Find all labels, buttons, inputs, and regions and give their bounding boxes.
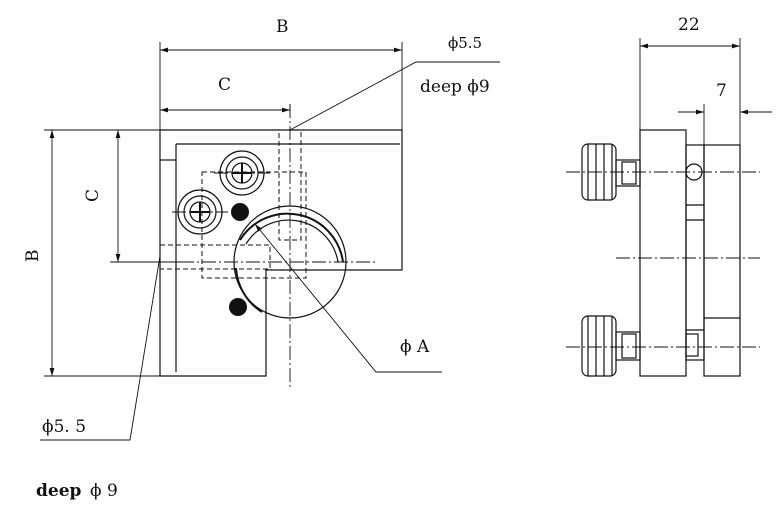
front-plate-inner xyxy=(175,143,400,372)
dim-c-top-label: C xyxy=(218,75,231,95)
leader-phi-a xyxy=(254,223,442,373)
front-dimensions: B C B C ϕ A ϕ5.5 deep ϕ9 ϕ5. 5 deep ϕ 9 xyxy=(23,17,500,501)
phi-a-label: ϕ A xyxy=(400,337,430,357)
side-rear-plate xyxy=(639,129,687,377)
leader-hole-top xyxy=(289,61,500,131)
side-dimensions: 22 7 xyxy=(639,15,772,145)
leader-hole-bottom xyxy=(40,255,161,441)
side-gap-body xyxy=(685,144,705,361)
dim-b-top-label: B xyxy=(276,17,289,37)
dim-c-left-label: C xyxy=(83,189,103,202)
hole-bottom-deep-dia: ϕ 9 xyxy=(90,481,118,501)
side-knob-lower xyxy=(581,315,641,377)
side-front-plate xyxy=(703,144,741,377)
dim-b-left-label: B xyxy=(23,250,43,263)
contact-ball-lower xyxy=(229,298,247,316)
side-bolt-head xyxy=(685,333,699,357)
hole-top-deep-label: deep ϕ9 xyxy=(420,77,490,97)
dim-7-label: 7 xyxy=(716,81,727,101)
dim-22-label: 22 xyxy=(678,15,700,35)
side-view xyxy=(566,129,760,377)
optic-retaining-ring xyxy=(235,212,344,313)
hidden-block xyxy=(201,171,307,279)
front-view xyxy=(159,104,403,388)
front-plate-outline xyxy=(159,129,403,377)
hole-bottom-dia-label: ϕ5. 5 xyxy=(42,417,86,437)
hole-bottom-deep-word: deep xyxy=(36,481,82,501)
contact-ball-upper xyxy=(231,203,249,221)
hole-top-dia-label: ϕ5.5 xyxy=(448,34,482,52)
